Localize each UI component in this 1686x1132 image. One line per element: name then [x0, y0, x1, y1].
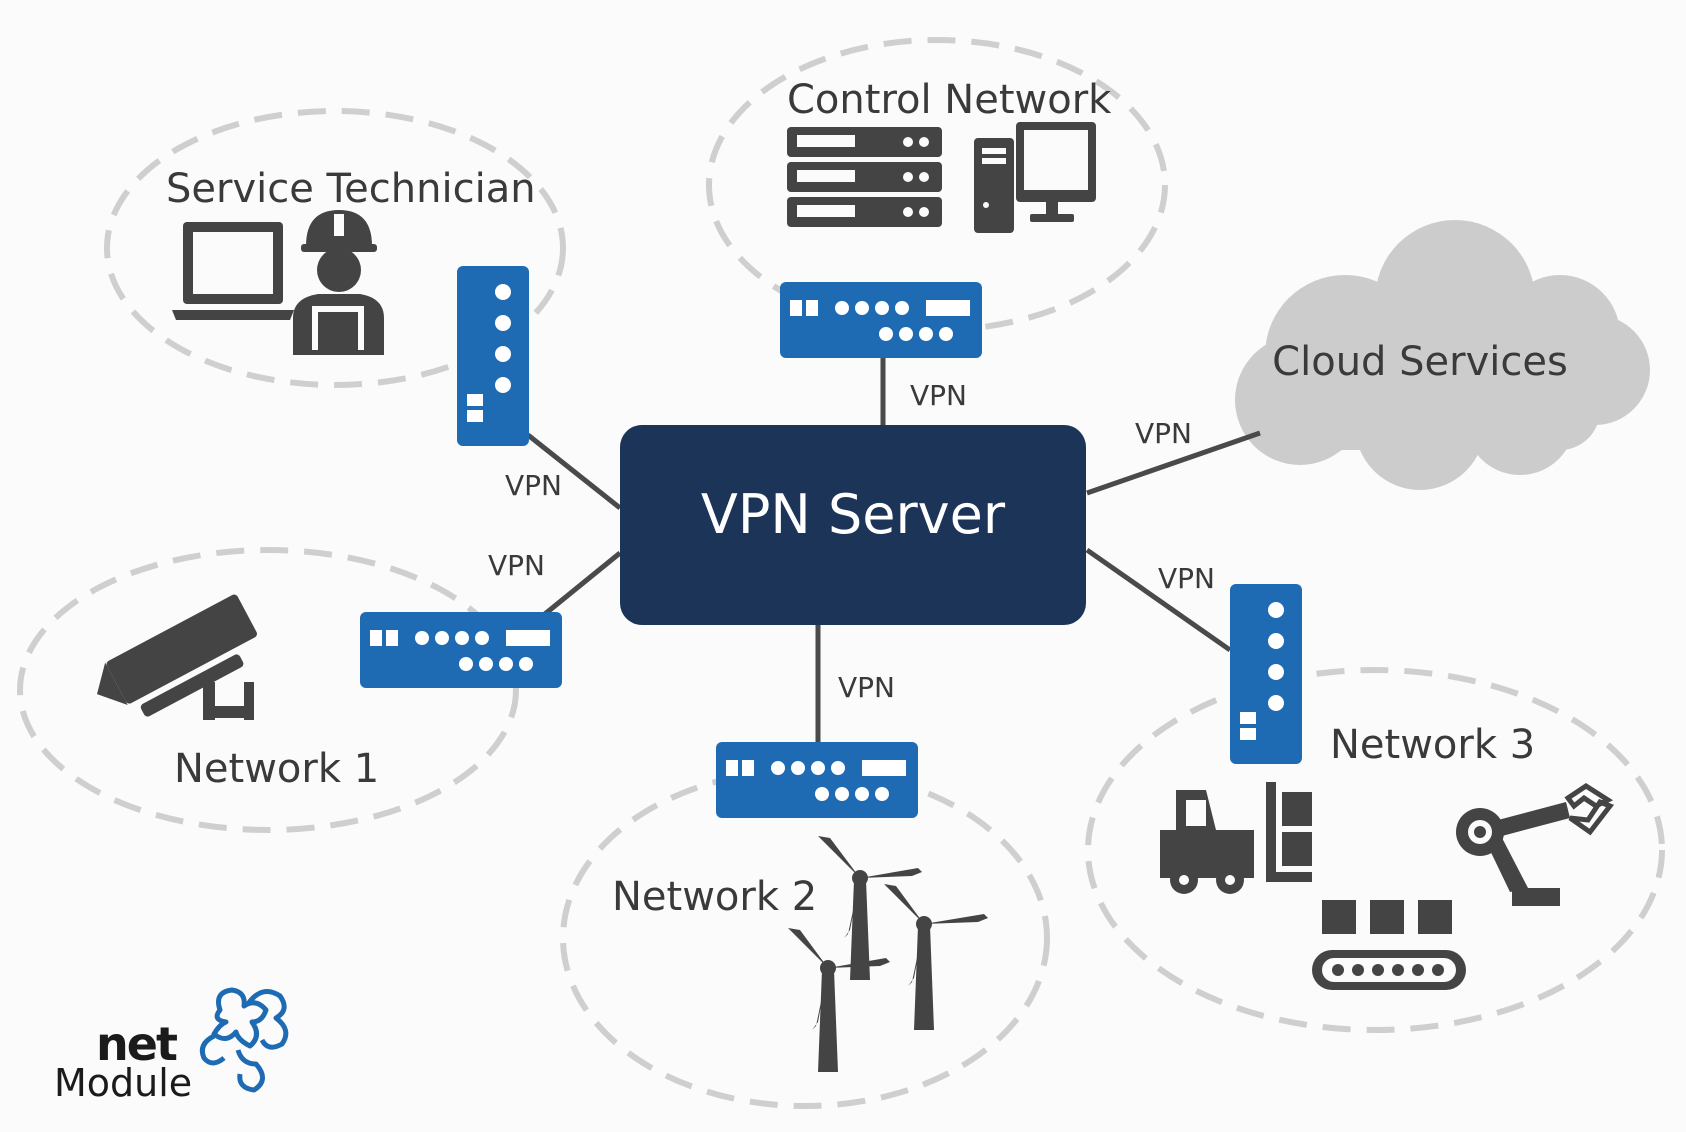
router-icon [716, 742, 918, 818]
vpn-server-box [620, 425, 1086, 625]
vpn-links [526, 355, 1261, 745]
camera-icon [97, 594, 257, 720]
router-icon [360, 612, 562, 688]
group-outline-network-3 [1085, 667, 1665, 1033]
netmodule-logo: net Module [54, 987, 289, 1105]
logo-text-module: Module [54, 1061, 192, 1105]
link-technician [526, 433, 622, 510]
cloud-shape [1235, 220, 1650, 490]
worker-icon [293, 210, 384, 355]
desktop-computer-icon [974, 122, 1096, 233]
wind-turbine-icon [884, 884, 988, 1030]
router-icon [457, 266, 529, 446]
forklift-icon [1160, 782, 1312, 894]
server-rack-icon [787, 127, 942, 227]
router-icon [1230, 584, 1302, 764]
group-outline-network-1 [17, 547, 519, 833]
wind-turbine-icon [788, 928, 890, 1072]
group-label-cloud-services: Cloud Services [1272, 339, 1568, 385]
vpn-label-control: VPN [910, 379, 967, 412]
router-icon [780, 282, 982, 358]
group-label-service-technician: Service Technician [166, 166, 536, 212]
wind-turbine-icon [818, 836, 922, 980]
logo-text-net: net [96, 1017, 177, 1071]
group-outline-control-network [706, 37, 1168, 333]
link-network-3 [1085, 547, 1232, 653]
conveyor-belt-icon [1312, 900, 1466, 990]
link-network-1 [538, 551, 622, 620]
robot-arm-icon [1456, 783, 1614, 906]
group-label-network-1: Network 1 [174, 746, 379, 792]
vpn-label-network-2: VPN [838, 671, 895, 704]
laptop-icon [172, 222, 294, 320]
vpn-label-cloud: VPN [1135, 417, 1192, 450]
vpn-server-label: VPN Server [701, 483, 1006, 546]
vpn-label-network-1: VPN [488, 549, 545, 582]
group-outline-service-technician [104, 108, 566, 388]
vpn-label-network-3: VPN [1158, 562, 1215, 595]
group-label-control-network: Control Network [787, 77, 1112, 123]
vpn-label-technician: VPN [505, 469, 562, 502]
group-label-network-2: Network 2 [612, 874, 817, 920]
link-cloud [1086, 430, 1261, 496]
puzzle-logo-icon [199, 987, 289, 1093]
group-label-network-3: Network 3 [1330, 722, 1535, 768]
